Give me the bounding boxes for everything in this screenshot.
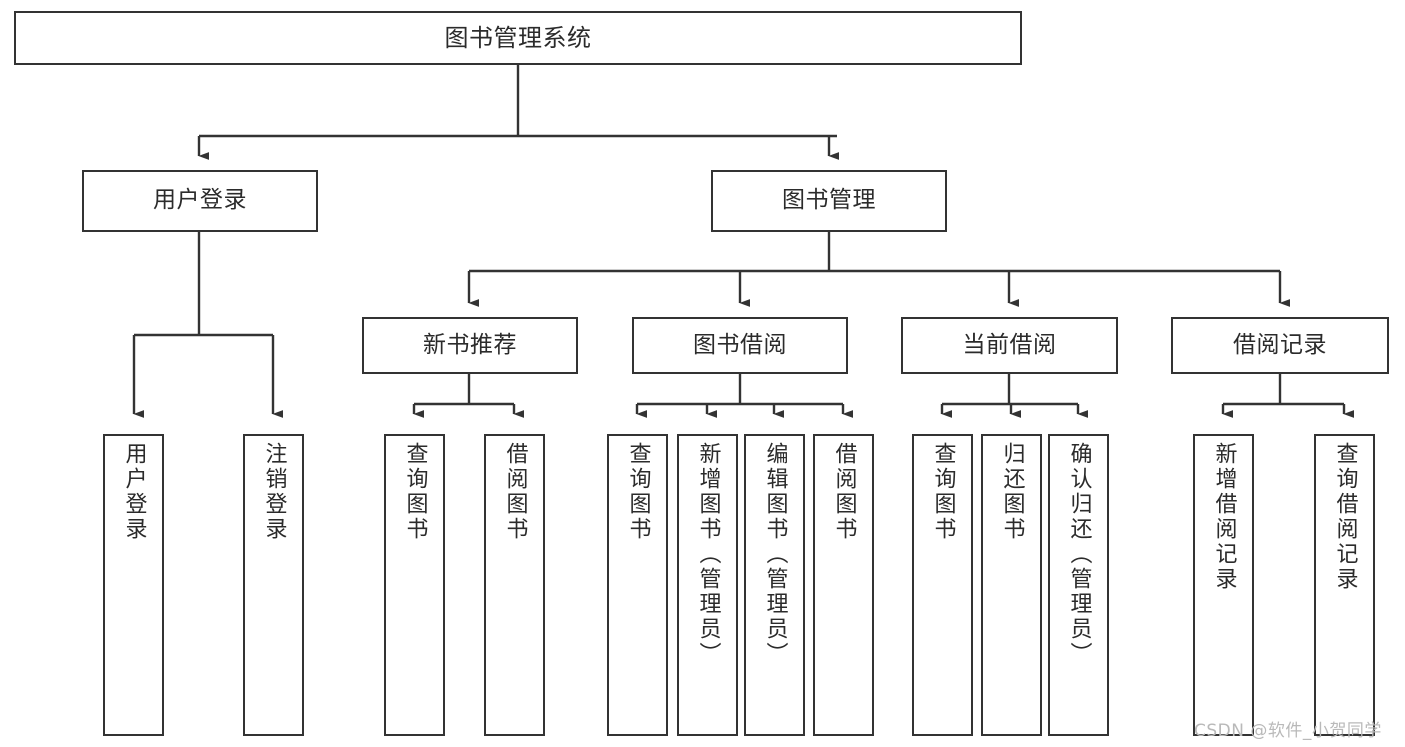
node-leaf-add-record[interactable]: 新增借阅记录 xyxy=(1193,434,1254,736)
node-user-login-label: 用户登录 xyxy=(153,187,247,214)
node-current-borrow-label: 当前借阅 xyxy=(962,331,1057,358)
node-leaf-query-book-1[interactable]: 查询图书 xyxy=(384,434,445,736)
node-user-login[interactable]: 用户登录 xyxy=(82,170,318,232)
node-leaf-return-book-label: 归还图书 xyxy=(999,442,1025,542)
node-root[interactable]: 图书管理系统 xyxy=(14,11,1022,65)
node-leaf-logout-label: 注销登录 xyxy=(261,442,287,542)
node-leaf-edit-book[interactable]: 编辑图书（管理员） xyxy=(744,434,805,736)
node-leaf-user-login-label: 用户登录 xyxy=(121,442,147,542)
node-leaf-confirm-return[interactable]: 确认归还（管理员） xyxy=(1048,434,1109,736)
node-leaf-borrow-book-1[interactable]: 借阅图书 xyxy=(484,434,545,736)
node-book-borrow[interactable]: 图书借阅 xyxy=(632,317,848,374)
node-leaf-user-login[interactable]: 用户登录 xyxy=(103,434,164,736)
node-leaf-query-record[interactable]: 查询借阅记录 xyxy=(1314,434,1375,736)
node-book-borrow-label: 图书借阅 xyxy=(693,331,787,358)
node-leaf-borrow-book-1-label: 借阅图书 xyxy=(502,442,528,542)
node-leaf-borrow-book-2-label: 借阅图书 xyxy=(831,442,857,542)
node-book-management-label: 图书管理 xyxy=(782,187,876,214)
node-leaf-add-record-label: 新增借阅记录 xyxy=(1211,442,1237,592)
node-leaf-query-book-2-label: 查询图书 xyxy=(625,442,651,542)
node-borrow-record-label: 借阅记录 xyxy=(1233,331,1327,358)
node-leaf-confirm-return-label: 确认归还（管理员） xyxy=(1066,442,1092,667)
node-book-management[interactable]: 图书管理 xyxy=(711,170,947,232)
node-leaf-query-record-label: 查询借阅记录 xyxy=(1332,442,1358,592)
node-current-borrow[interactable]: 当前借阅 xyxy=(901,317,1118,374)
node-leaf-borrow-book-2[interactable]: 借阅图书 xyxy=(813,434,874,736)
node-leaf-query-book-2[interactable]: 查询图书 xyxy=(607,434,668,736)
node-leaf-query-book-1-label: 查询图书 xyxy=(402,442,428,542)
node-leaf-add-book[interactable]: 新增图书（管理员） xyxy=(677,434,738,736)
node-leaf-query-book-3[interactable]: 查询图书 xyxy=(912,434,973,736)
node-leaf-edit-book-label: 编辑图书（管理员） xyxy=(762,442,788,667)
node-borrow-record[interactable]: 借阅记录 xyxy=(1171,317,1389,374)
node-new-book-recommend[interactable]: 新书推荐 xyxy=(362,317,578,374)
csdn-watermark: CSDN @软件_小贺同学 xyxy=(1194,721,1382,741)
node-new-book-recommend-label: 新书推荐 xyxy=(423,331,517,358)
node-leaf-query-book-3-label: 查询图书 xyxy=(930,442,956,542)
node-root-label: 图书管理系统 xyxy=(444,23,592,52)
node-leaf-return-book[interactable]: 归还图书 xyxy=(981,434,1042,736)
node-leaf-logout[interactable]: 注销登录 xyxy=(243,434,304,736)
node-leaf-add-book-label: 新增图书（管理员） xyxy=(695,442,721,667)
